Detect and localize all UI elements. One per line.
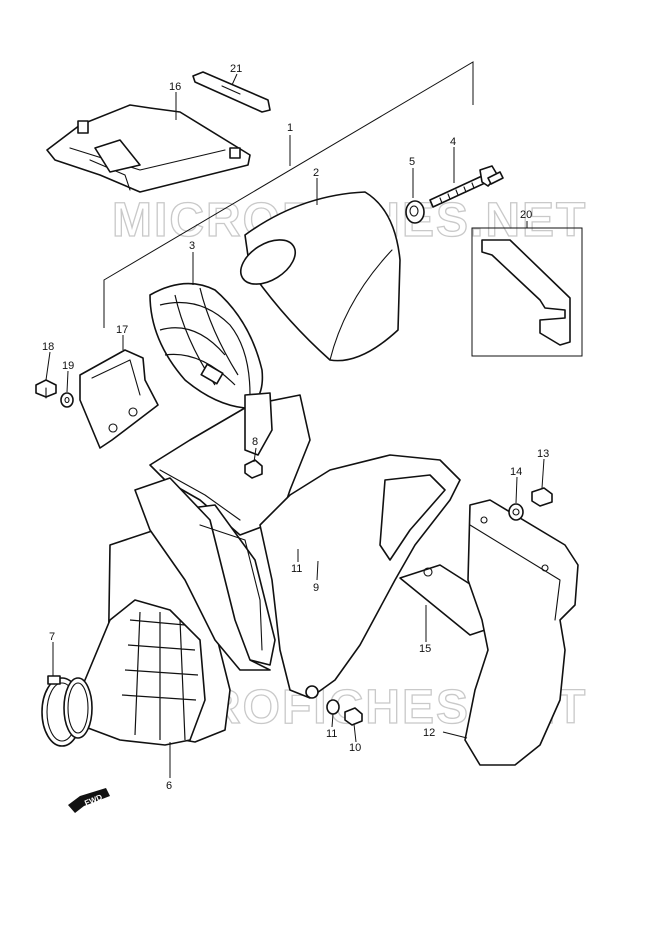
callout-18: 18 [42, 341, 54, 353]
leader-lines [45, 73, 545, 778]
callout-4: 4 [450, 136, 456, 148]
callout-9: 9 [313, 582, 319, 594]
callout-17: 17 [116, 324, 128, 336]
assembly-bracket-1 [103, 61, 474, 328]
part-7-clamp [41, 675, 93, 747]
part-14-collar [508, 503, 524, 521]
part-18-bolt [35, 379, 57, 399]
callout-11-lower: 11 [326, 728, 337, 740]
part-4-screw [429, 165, 504, 208]
part-6-air-box [69, 392, 311, 746]
callout-20: 20 [520, 209, 532, 221]
callout-13: 13 [537, 448, 549, 460]
callout-8: 8 [252, 436, 258, 448]
part-17-bracket [79, 349, 159, 449]
part-11-collar-lower [326, 699, 340, 715]
part-15-fender-bracket [259, 454, 501, 699]
part-21-strap [192, 71, 271, 113]
callout-19: 19 [62, 360, 74, 372]
callout-5: 5 [409, 156, 415, 168]
part-3-filter-cage [149, 282, 264, 409]
part-19-washer [60, 392, 74, 408]
callout-11-upper: 11 [291, 563, 302, 575]
callout-14: 14 [510, 466, 522, 478]
callout-15: 15 [419, 643, 431, 655]
callout-1: 1 [287, 122, 293, 134]
part-20-seal-box [471, 227, 583, 357]
part-13-bolt [531, 487, 553, 507]
callout-2: 2 [313, 167, 319, 179]
part-12-fender-panel [464, 499, 579, 766]
fwd-arrow-icon: FWD [68, 788, 110, 813]
callout-6: 6 [166, 780, 172, 792]
callout-7: 7 [49, 631, 55, 643]
callout-labels: 1 2 3 4 5 6 7 8 9 10 11 11 12 13 14 15 1… [42, 63, 549, 792]
part-10-bolt [344, 707, 363, 726]
callout-16: 16 [169, 81, 181, 93]
callout-10: 10 [349, 742, 361, 754]
part-5-grommet [405, 200, 425, 224]
part-2-filter-element [240, 191, 401, 362]
part-8-bolt [244, 459, 263, 479]
callout-21: 21 [230, 63, 242, 75]
callout-3: 3 [189, 240, 195, 252]
part-16-cover-plate [46, 104, 251, 193]
callout-12: 12 [423, 727, 435, 739]
